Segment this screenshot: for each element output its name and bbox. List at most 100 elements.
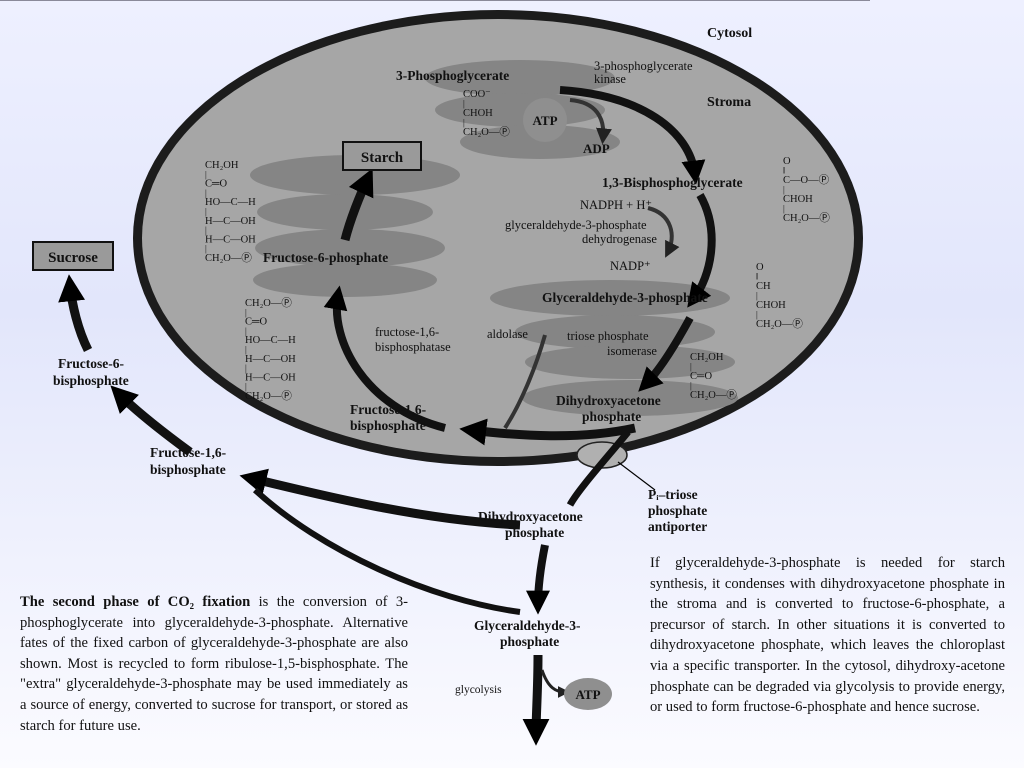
arrow-3pg-to-13bpg [559,86,706,185]
pg3-formula-line: COO⁻ [463,89,491,100]
bpg13-formula-line: CHOH [783,194,813,205]
glycolysis-label: glycolysis [455,684,502,696]
g3p-cyt-label-1: Glyceraldehyde-3- [474,618,580,633]
f16bp-formula-line: | [245,382,247,392]
f16bp-stroma-label-2: bisphosphate [350,418,426,433]
structure-bpg13: O‖C—O—Ⓟ|CHOH|CH₂O—Ⓟ [783,156,830,224]
bpg13-formula-line: | [783,185,785,195]
arrow-cyt-dhap-to-f16bp [239,468,521,530]
pg3-formula-line: CH₂O—Ⓟ [463,126,510,138]
structure-g3p: O‖CH|CHOH|CH₂O—Ⓟ [756,262,803,330]
structure-dhap: CH₂OH|C═O|CH₂O—Ⓟ [690,352,737,401]
f16bp-formula-line: H—C—OH [245,372,296,383]
arrow-glycolysis [522,654,550,746]
arrow-f6bp-to-sucrose [58,274,93,353]
f16bp-formula-line: H—C—OH [245,354,296,365]
arrow-nadph-to-nadp [647,206,680,258]
arrow-to-atp2 [540,669,570,698]
g3p-formula-line: CH [756,281,771,292]
stroma-label: Stroma [707,95,751,110]
pg3-formula-line: CHOH [463,108,493,119]
pg3-formula-line: | [463,118,465,128]
caption-left-bold: The second phase of CO₂ fixation [20,594,251,610]
top-rule [0,0,870,1]
f6p-formula-line: | [205,207,207,217]
f16bp-formula-line: | [245,345,247,355]
f16bp-formula-line: | [245,326,247,336]
f6p-formula-line: | [205,188,207,198]
pg3-formula-line: | [463,99,465,109]
g3p-stroma-label: Glyceraldehyde-3-phosphate [542,290,708,305]
structure-f6p: CH₂OH|C═O|HO—C—H|H—C—OH|H—C—OH|CH₂O—Ⓟ [205,160,256,264]
f6p-formula-line: C═O [205,179,227,190]
g3p-formula-line: ‖ [756,272,759,282]
dhap-formula-line: CH₂OH [690,352,724,363]
bpg13-formula-line: ‖ [783,166,786,176]
f6p-formula-line: | [205,169,207,179]
g3p-formula-line: O [756,262,764,273]
f6p-stroma-label: Fructose-6-phosphate [263,250,388,265]
tpi-label-2: isomerase [607,344,657,358]
nadph-label: NADPH + H⁺ [580,198,652,212]
tpi-label-1: triose phosphate [567,329,649,343]
arrow-f16bp-to-f6bp [110,385,193,456]
dhap-cyt-label-1: Dihydroxyacetone [478,509,583,524]
structure-pg3: COO⁻|CHOH|CH₂O—Ⓟ [463,89,510,138]
arrow-g3p-to-dhap [638,316,694,392]
antiporter-label-1: Pᵢ–triose [648,487,698,502]
dhap-stroma-label-2: phosphate [582,409,641,424]
antiporter-label-2: phosphate [648,503,707,518]
atp2-label: ATP [575,687,600,702]
pgk-label-1: 3-phosphoglycerate [594,59,693,73]
f6p-formula-line: CH₂OH [205,160,239,171]
f16bp-stroma-label-1: Fructose-1,6- [350,402,426,417]
f16bp-formula-line: CH₂O—Ⓟ [245,390,292,402]
f16bp-formula-line: CH₂O—Ⓟ [245,297,292,309]
atp-disc [523,98,567,142]
f16bp-formula-line: C═O [245,317,267,328]
dhap-formula-line: CH₂O—Ⓟ [690,389,737,401]
bpg13-formula-line: CH₂O—Ⓟ [783,212,830,224]
dhap-formula-line: | [690,381,692,391]
bpg13-formula-line: | [783,204,785,214]
bpg13-formula-line: O [783,156,791,167]
starch-label: Starch [361,150,404,166]
f16bp-cyt-label-1: Fructose-1,6- [150,445,226,460]
arrow-dhap-to-g3p-cyt [526,544,551,615]
aldolase-label: aldolase [487,327,528,341]
g3p-cyt-label-2: phosphate [500,634,559,649]
g3p-formula-line: | [756,310,758,320]
f16bp-formula-line: HO—C—H [245,335,296,346]
structure-f16bp: CH₂O—Ⓟ|C═O|HO—C—H|H—C—OH|H—C—OH|CH₂O—Ⓟ [245,297,296,402]
arrow-g3p-cyt-to-f16bp [252,487,521,615]
arrow-f6p-to-starch [340,168,374,242]
arrow-dhap-to-f16bp [459,418,636,446]
arrow-aldolase-g3p [503,334,547,430]
arrow-dhap-export [566,429,631,507]
f6p-formula-line: H—C—OH [205,234,256,245]
f16bp-cyt-label-2: bisphosphate [150,462,226,477]
g3p-formula-line: CHOH [756,300,786,311]
gapdh-label-1: glyceraldehyde-3-phosphate [505,218,647,232]
adp-label: ADP [583,141,610,156]
f16bp-formula-line: | [245,307,247,317]
cytosol-label: Cytosol [707,26,752,41]
caption-left-text: is the conversion of 3-phosphoglycerate … [20,594,408,734]
f6bp-cyt-label-2: bisphosphate [53,373,129,388]
nadp-label: NADP⁺ [610,259,651,273]
f6p-formula-line: | [205,225,207,235]
pg3-label: 3-Phosphoglycerate [396,68,509,83]
antiporter-leader-line [617,461,656,491]
atp-label: ATP [532,113,557,128]
arrow-atp-to-adp [569,98,612,145]
starch-box[interactable] [342,141,422,171]
f6p-formula-line: | [205,244,207,254]
f6bp-cyt-label-1: Fructose-6- [58,356,124,371]
dhap-cyt-label-2: phosphate [505,525,564,540]
caption-right: If glyceraldehyde-3-phosphate is needed … [650,555,1005,716]
f6p-formula-line: HO—C—H [205,197,256,208]
g3p-formula-line: CH₂O—Ⓟ [756,318,803,330]
sucrose-box[interactable] [32,241,114,271]
arrow-f16bp-to-f6p [323,285,446,432]
